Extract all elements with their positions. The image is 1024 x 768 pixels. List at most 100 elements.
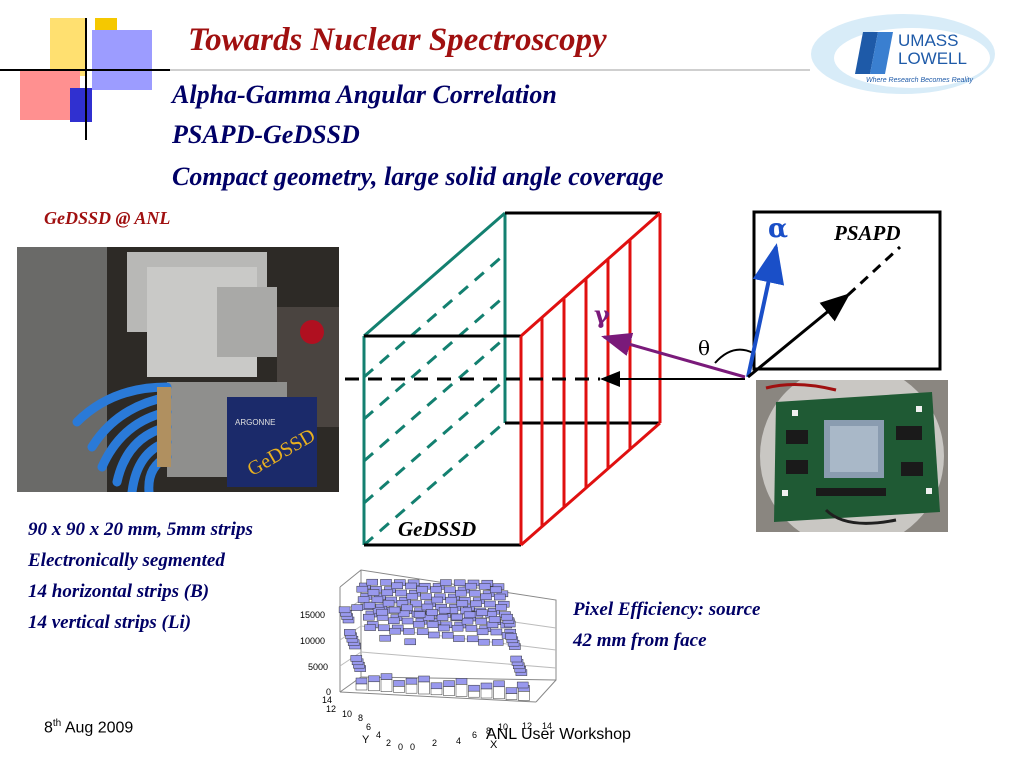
histogram-bar-top (495, 604, 507, 611)
histogram-bar-side (443, 686, 455, 696)
histogram-bar-side (368, 681, 380, 692)
histogram-bar-top (421, 603, 434, 611)
histogram-bar-top (505, 633, 517, 640)
histogram-bar-top (418, 675, 430, 683)
histogram-bar-top (379, 634, 391, 642)
date-suffix: th (52, 718, 62, 729)
histogram-bar-side (418, 681, 430, 695)
svg-text:UMASS: UMASS (898, 31, 958, 50)
histogram-bar-top (401, 617, 414, 625)
histogram-bar-top (356, 585, 369, 593)
histogram-bar-top (413, 621, 425, 628)
histogram-bar-top (490, 628, 503, 636)
histogram-bar-top (469, 590, 481, 597)
histogram-bar-top (480, 682, 493, 690)
efficiency-line: 42 mm from face (573, 630, 707, 651)
theta-label: θ (698, 336, 710, 360)
histogram-bar-top (505, 687, 518, 694)
histogram-bar-top (493, 680, 505, 688)
slide-title: Towards Nuclear Spectroscopy (188, 22, 607, 58)
histogram-bar-top (338, 606, 351, 614)
histogram-bar-top (455, 589, 467, 597)
histogram-bar-top (501, 613, 513, 621)
x-tick: 8 (486, 726, 491, 736)
histogram-bar-top (420, 593, 432, 600)
histogram-bar-top (378, 624, 390, 632)
histogram-bar-top (367, 589, 380, 596)
histogram-bar-top (431, 596, 444, 604)
histogram-bar-top (428, 631, 440, 639)
y-axis-label: Y (362, 734, 370, 746)
histogram-bar-top (350, 655, 363, 662)
histogram-bar-top (468, 684, 480, 692)
histogram-bar-top (453, 579, 466, 587)
histogram-bar-top (490, 586, 502, 594)
histogram-bar-top (413, 611, 426, 618)
x-tick: 10 (498, 722, 508, 732)
z-tick: 5000 (308, 662, 328, 672)
psapd-board-photo (756, 380, 948, 532)
subtitle-line-2: PSAPD-GeDSSD (172, 120, 360, 149)
histogram-bar-top (484, 600, 496, 608)
histogram-bar-top (363, 602, 376, 609)
histogram-bar-side (405, 683, 418, 694)
y-tick: 6 (366, 722, 371, 732)
psapd-label: PSAPD (833, 221, 901, 245)
histogram-bar-top (351, 604, 363, 611)
histogram-bar-top (388, 617, 400, 625)
y-tick: 10 (342, 709, 352, 719)
x-tick: 4 (456, 736, 461, 746)
histogram-bar-top (451, 624, 464, 632)
histogram-bar-side (455, 684, 468, 697)
histogram-bar-top (461, 617, 474, 625)
svg-text:Where Research Becomes Reality: Where Research Becomes Reality (866, 77, 973, 84)
histogram-bar-top (476, 609, 488, 616)
z-tick: 10000 (300, 636, 325, 646)
histogram-bar-top (380, 579, 392, 586)
histogram-bar-top (440, 579, 452, 586)
histogram-bar-top (465, 582, 477, 590)
histogram-bar-top (438, 606, 451, 614)
histogram-bar-top (491, 639, 504, 646)
photo-label-argonne: ARGONNE (235, 418, 275, 427)
efficiency-note: Pixel Efficiency: source 42 mm from face (573, 594, 761, 656)
corner-decoration (0, 0, 170, 150)
histogram-bar-top (363, 613, 375, 621)
y-tick: 14 (322, 695, 332, 705)
histogram-bar-top (488, 616, 501, 623)
histogram-bar-top (381, 589, 394, 597)
gedssd-front-face (519, 211, 662, 547)
histogram-bar-top (438, 624, 450, 632)
histogram-bar-side (355, 683, 368, 691)
specs-list: 90 x 90 x 20 mm, 5mm strips Electronical… (28, 514, 253, 638)
x-tick: 14 (542, 721, 552, 731)
histogram-bar-top (456, 600, 469, 607)
histogram-bar-top (466, 635, 479, 643)
histogram-bar-top (416, 628, 429, 635)
histogram-bar-side (505, 693, 518, 700)
histogram-bar-top (426, 621, 439, 628)
footer-date: 8th Aug 2009 (44, 718, 133, 737)
x-tick: 12 (522, 721, 532, 731)
histogram-bar-top (430, 586, 442, 593)
date-day: 8 (44, 719, 53, 737)
subtitle-line-3: Compact geometry, large solid angle cove… (172, 162, 664, 191)
z-tick: 15000 (300, 610, 325, 620)
histogram-bar-top (366, 578, 378, 586)
z-tick: 0 (326, 687, 331, 697)
y-tick: 4 (376, 730, 381, 740)
footer-workshop: ANL User Workshop (486, 726, 631, 743)
efficiency-line: Pixel Efficiency: source (573, 599, 761, 620)
histogram-bar-top (486, 621, 499, 629)
histogram-bar-top (389, 627, 401, 635)
histogram-bar-top (395, 589, 407, 597)
psapd-box (752, 210, 942, 371)
histogram-bar-top (401, 604, 413, 612)
histogram-bar-top (453, 635, 465, 642)
photo-caption: GeDSSD @ ANL (44, 208, 171, 228)
histogram-bar-top (404, 638, 416, 646)
histogram-bar-top (393, 680, 405, 687)
histogram-bar-top (388, 606, 401, 614)
histogram-bar-top (455, 678, 468, 685)
histogram-bar-top (478, 583, 491, 590)
